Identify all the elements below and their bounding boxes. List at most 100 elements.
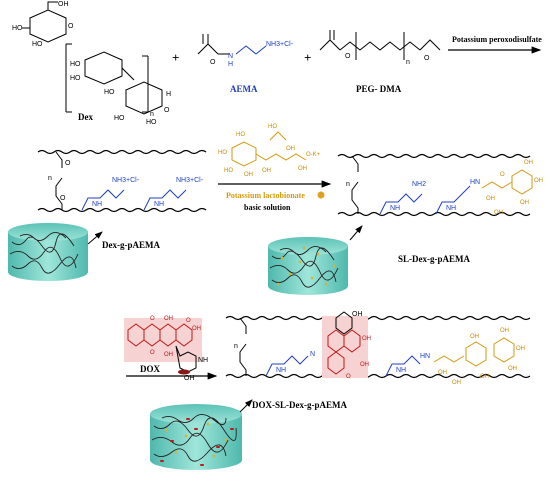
svg-text:NH: NH	[390, 205, 400, 212]
svg-text:HO: HO	[12, 25, 23, 32]
svg-text:O: O	[65, 160, 71, 167]
svg-text:OH: OH	[534, 178, 543, 184]
svg-text:H: H	[166, 91, 171, 98]
svg-text:HO: HO	[236, 132, 245, 138]
dex-label: Dex	[78, 112, 93, 122]
svg-text:HO: HO	[104, 89, 115, 96]
svg-text:NH: NH	[276, 367, 286, 374]
nh-group-1: NH	[92, 201, 102, 208]
svg-text:HN: HN	[420, 353, 430, 360]
amine-group-1: NH3+Cl-	[112, 177, 140, 184]
svg-text:OH: OH	[298, 166, 307, 172]
step2-condition: basic solution	[244, 203, 291, 212]
svg-text:HN: HN	[470, 179, 480, 186]
dextran-structure: OH HO HO O HO HO HO HO HO O H Dex n	[12, 1, 171, 126]
svg-text:OH: OH	[452, 380, 461, 386]
svg-text:HO: HO	[70, 75, 81, 82]
svg-text:O: O	[186, 318, 191, 324]
svg-text:OH: OH	[494, 210, 503, 216]
svg-text:OH: OH	[486, 196, 495, 202]
dox-capsule-icon	[178, 369, 190, 375]
arrow-to-p2	[349, 225, 363, 241]
step3-arrow: DOX	[126, 364, 218, 380]
svg-text:OH: OH	[524, 160, 533, 166]
dox-structure: O OH O OH O OH NH OH	[124, 316, 208, 382]
svg-text:OH: OH	[516, 346, 525, 352]
lactobionate-structure: HO HO HO OH HO OH OH OH O-K+	[218, 124, 321, 178]
potassium-salt-group: O-K+	[306, 152, 321, 158]
step2-arrow: Potassium lactobionate basic solution	[218, 180, 332, 212]
svg-text:OH: OH	[58, 1, 69, 8]
hydrogel-cylinder-sl	[268, 237, 348, 295]
svg-text:O: O	[345, 53, 351, 60]
svg-text:OH: OH	[360, 362, 369, 368]
step1-reagent: Potassium peroxodisulfate	[452, 35, 542, 44]
svg-text:NH: NH	[446, 205, 456, 212]
lactobionate-dot	[317, 191, 325, 199]
svg-text:OH: OH	[520, 200, 529, 206]
svg-text:n: n	[234, 343, 238, 350]
svg-text:HO: HO	[218, 150, 227, 156]
sl-dex-g-paema-structure: n NH NH2 NH HN OH O OH OH OH OH	[337, 153, 543, 217]
plus-sign-2: +	[304, 50, 311, 65]
svg-text:OH: OH	[438, 370, 447, 376]
svg-text:O: O	[500, 172, 505, 178]
amine-group-2: NH3+Cl-	[176, 177, 204, 184]
aema-structure: O N H NH3+Cl- AEMA	[197, 34, 294, 94]
dex-g-paema-structure: O O n NH NH3+Cl- NH NH3+Cl-	[37, 149, 207, 213]
product-3-label: DOX-SL-Dex-g-pAEMA	[252, 400, 347, 410]
peg-dma-label: PEG- DMA	[356, 84, 402, 94]
svg-text:O: O	[164, 107, 170, 114]
sl-subscript-n: n	[346, 181, 350, 188]
product-2-label: SL-Dex-g-pAEMA	[398, 254, 470, 264]
svg-text:HO: HO	[224, 168, 233, 174]
svg-text:O: O	[60, 195, 66, 202]
aema-label: AEMA	[230, 84, 258, 94]
svg-text:OH: OH	[352, 311, 363, 318]
svg-text:OH: OH	[262, 168, 271, 174]
aema-amine-group: NH3+Cl-	[266, 41, 294, 48]
svg-text:OH: OH	[470, 334, 479, 340]
arrow-to-p1	[87, 231, 103, 245]
dex-subscript-n: n	[150, 111, 154, 118]
svg-text:OH: OH	[286, 146, 295, 152]
hydrogel-cylinder-plain	[8, 223, 88, 281]
step2-reagent: Potassium lactobionate	[226, 191, 305, 200]
svg-text:O: O	[150, 316, 155, 322]
svg-text:OH: OH	[508, 366, 517, 372]
svg-text:NH: NH	[396, 367, 406, 374]
svg-text:OH: OH	[164, 352, 173, 358]
svg-text:HO: HO	[146, 119, 157, 126]
svg-text:OH: OH	[480, 374, 489, 380]
svg-text:O: O	[68, 23, 74, 30]
svg-text:HO: HO	[32, 41, 43, 48]
svg-text:HO: HO	[70, 61, 81, 68]
free-amine-group: NH2	[412, 181, 426, 188]
step1-arrow: Potassium peroxodisulfate	[448, 35, 542, 54]
plus-sign-1: +	[172, 50, 179, 65]
hydrogel-cylinder-dox	[150, 404, 242, 470]
imine-n: N	[310, 351, 315, 358]
product-1-label: Dex-g-pAEMA	[102, 240, 160, 250]
arrow-to-p3	[239, 399, 253, 413]
dex-g-paema-subscript-n: n	[48, 175, 52, 182]
svg-text:OH: OH	[244, 172, 253, 178]
step3-reagent: DOX	[140, 364, 161, 374]
svg-text:HO: HO	[114, 115, 125, 122]
svg-text:OH: OH	[500, 328, 509, 334]
svg-text:N: N	[228, 53, 233, 60]
svg-text:OH: OH	[362, 336, 371, 342]
svg-text:H: H	[228, 61, 233, 68]
svg-text:OH: OH	[164, 316, 173, 322]
svg-text:OH: OH	[184, 375, 195, 382]
svg-text:O: O	[210, 59, 216, 66]
svg-text:HO: HO	[268, 124, 277, 130]
dox-sl-dex-g-paema-structure: n NH N OH OH OH O NH HN OH OH OH OH OH O…	[225, 311, 531, 386]
nh-group-2: NH	[154, 201, 164, 208]
svg-text:O: O	[346, 374, 351, 380]
peg-dma-structure: O n O PEG- DMA	[319, 30, 441, 94]
peg-subscript-n: n	[406, 59, 410, 66]
svg-text:O: O	[150, 350, 155, 356]
svg-text:O: O	[424, 55, 430, 62]
